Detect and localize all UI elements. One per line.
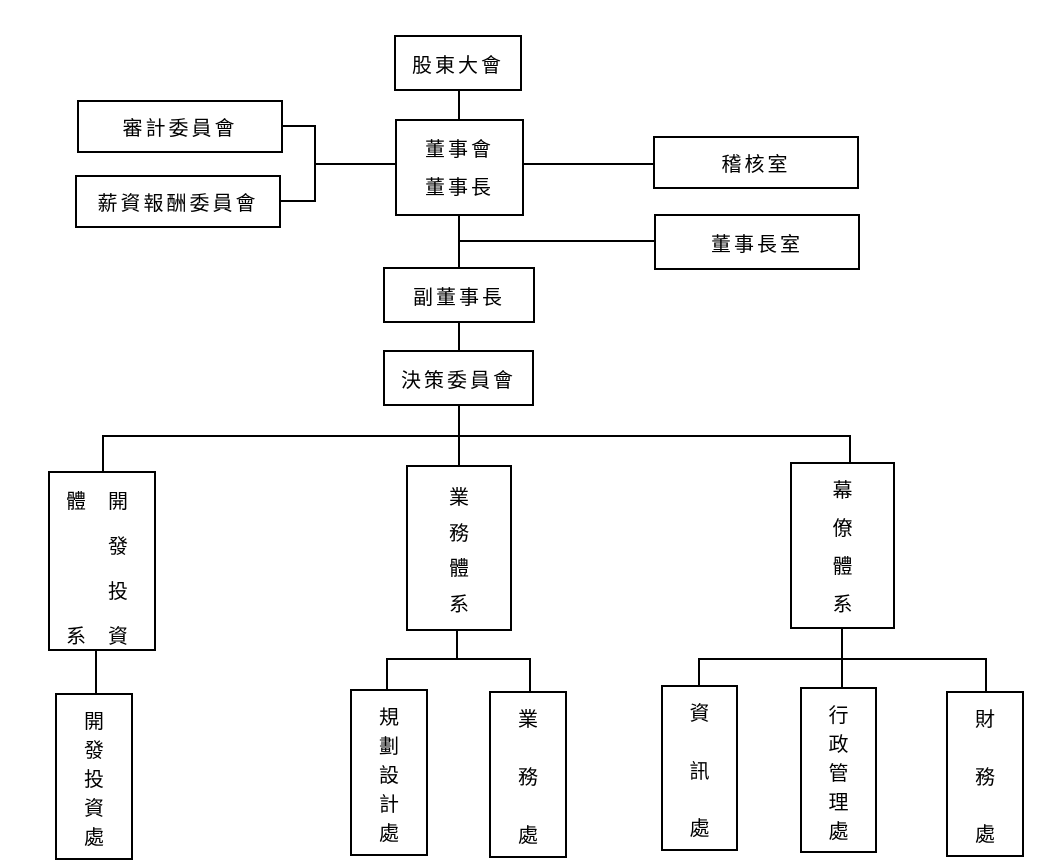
audit-office-label: 稽核室 — [721, 152, 791, 176]
finance-division-char: 處 — [975, 822, 995, 846]
connector-line — [985, 658, 987, 692]
dev-division-char: 處 — [84, 825, 104, 849]
connector-line — [102, 435, 851, 437]
sales-division-char: 處 — [518, 823, 538, 847]
staff-system-char: 系 — [832, 592, 853, 616]
dev-division-char: 開 — [84, 709, 104, 733]
decision-committee-label: 決策委員會 — [401, 367, 516, 392]
business-system-box: 業 務 體 系 — [406, 465, 512, 631]
chairman-office-box: 董事長室 — [654, 214, 860, 270]
planning-division-char: 處 — [379, 821, 399, 845]
audit-committee-label: 審計委員會 — [122, 116, 238, 140]
shareholders-label: 股東大會 — [412, 52, 504, 77]
finance-division-char: 務 — [975, 764, 995, 789]
dev-system-char: 資 — [108, 624, 128, 648]
vice-chairman-label: 副董事長 — [413, 284, 505, 309]
it-division-box: 資 訊 處 — [661, 685, 738, 851]
dev-division-char: 資 — [84, 796, 104, 820]
connector-line — [456, 630, 458, 659]
connector-line — [314, 163, 396, 165]
sales-division-char: 業 — [518, 707, 538, 731]
staff-system-char: 僚 — [832, 516, 853, 540]
staff-system-char: 體 — [832, 554, 853, 578]
connector-line — [458, 89, 460, 121]
planning-division-char: 設 — [379, 763, 399, 787]
planning-division-char: 計 — [379, 792, 399, 816]
dev-division-char: 發 — [84, 738, 104, 762]
connector-line — [849, 435, 851, 464]
admin-division-char: 管 — [828, 761, 849, 785]
connector-line — [458, 240, 655, 242]
admin-division-char: 行 — [828, 703, 849, 727]
dev-investment-division-box: 開 發 投 資 處 — [55, 693, 133, 860]
board-label: 董事會 — [425, 136, 494, 161]
finance-division-char: 財 — [975, 707, 995, 731]
finance-division-box: 財 務 處 — [946, 691, 1024, 857]
business-system-char: 務 — [449, 520, 469, 545]
staff-system-char: 幕 — [832, 478, 853, 502]
business-system-char: 系 — [449, 591, 469, 616]
chairman-label: 董事長 — [425, 174, 494, 199]
dev-system-char: 投 — [108, 579, 128, 603]
it-division-char: 處 — [689, 816, 710, 840]
admin-management-division-box: 行 政 管 理 處 — [800, 687, 877, 853]
business-system-char: 體 — [449, 556, 469, 581]
admin-division-char: 政 — [828, 732, 849, 756]
decision-committee-box: 決策委員會 — [383, 350, 534, 406]
it-division-char: 訊 — [689, 758, 710, 783]
business-system-char: 業 — [449, 485, 469, 509]
sales-division-box: 業 務 處 — [489, 691, 567, 858]
dev-system-char: 體 — [66, 489, 86, 513]
connector-line — [698, 658, 700, 686]
admin-division-char: 處 — [828, 819, 849, 843]
connector-line — [386, 658, 531, 660]
compensation-committee-label: 薪資報酬委員會 — [97, 191, 259, 215]
connector-line — [523, 163, 654, 165]
dev-system-char: 開 — [108, 489, 128, 513]
board-box: 董事會 董事長 — [395, 119, 524, 216]
planning-division-char: 規 — [379, 705, 399, 729]
dev-system-char: 系 — [66, 624, 86, 648]
connector-line — [529, 658, 531, 692]
connector-line — [281, 125, 316, 127]
dev-investment-system-box: 體 開 發 投 系 資 — [48, 471, 156, 651]
connector-line — [95, 649, 97, 695]
planning-division-char: 劃 — [379, 734, 399, 758]
connector-line — [386, 658, 388, 690]
it-division-char: 資 — [689, 701, 710, 725]
shareholders-box: 股東大會 — [394, 35, 522, 91]
connector-line — [102, 435, 104, 472]
dev-system-char: 發 — [108, 534, 128, 558]
dev-division-char: 投 — [84, 767, 104, 791]
connector-line — [281, 200, 316, 202]
planning-design-division-box: 規 劃 設 計 處 — [350, 689, 428, 856]
connector-line — [698, 658, 987, 660]
admin-division-char: 理 — [828, 790, 849, 814]
vice-chairman-box: 副董事長 — [383, 267, 535, 323]
sales-division-char: 務 — [518, 765, 538, 789]
audit-office-box: 稽核室 — [653, 136, 859, 189]
chairman-office-label: 董事長室 — [711, 231, 803, 256]
compensation-committee-box: 薪資報酬委員會 — [75, 175, 281, 228]
staff-system-box: 幕 僚 體 系 — [790, 462, 895, 629]
connector-line — [458, 322, 460, 351]
audit-committee-box: 審計委員會 — [77, 100, 283, 153]
